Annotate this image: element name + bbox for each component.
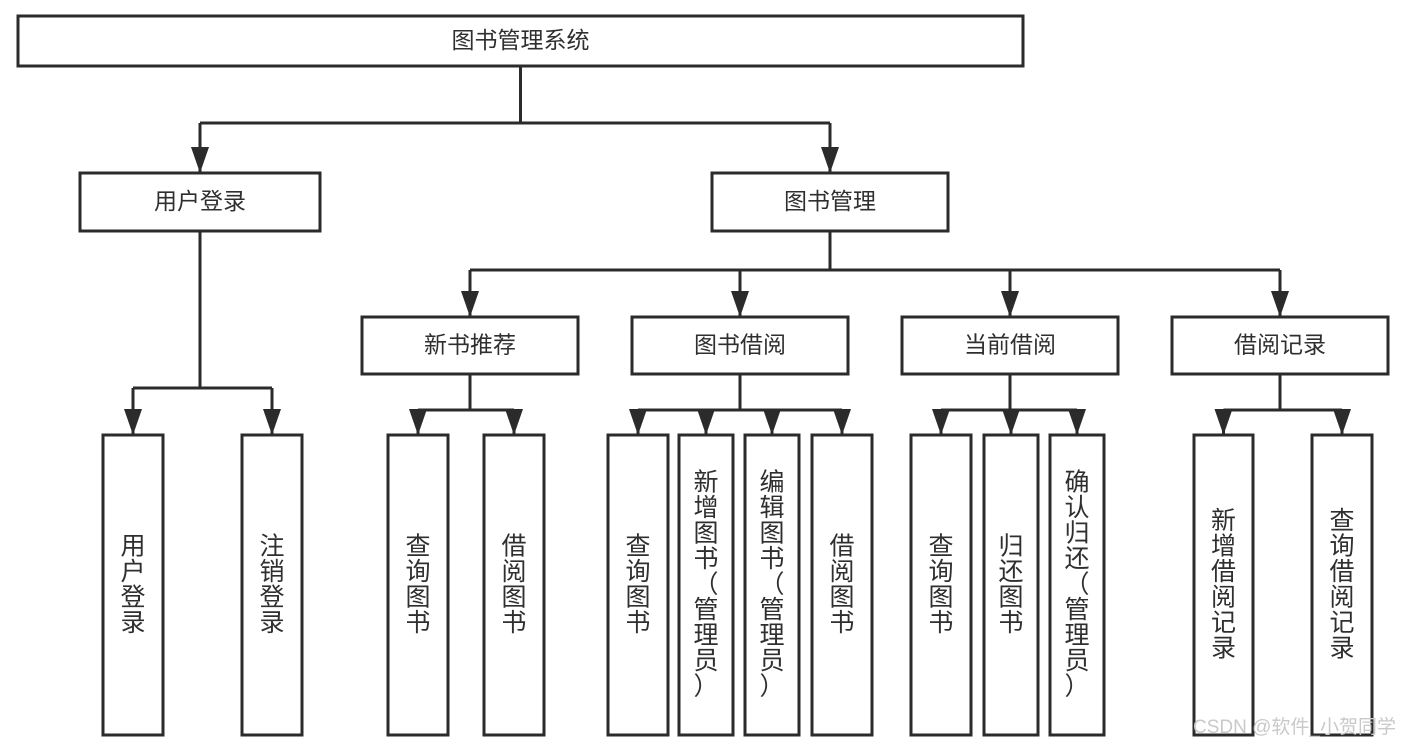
node-leaf-return-book[interactable]: 归还图书 <box>982 433 1040 737</box>
node-book-management[interactable]: 图书管理 <box>710 171 950 233</box>
arrow-head-icon-leaf-query-book-borrow <box>629 409 647 435</box>
node-label-leaf-return-book: 归还图书 <box>998 532 1023 637</box>
node-box-leaf-query-book-recommend <box>386 433 450 737</box>
node-box-leaf-borrow-book <box>810 433 874 737</box>
arrow-head-icon-new-book-recommend <box>461 291 479 317</box>
node-root[interactable]: 图书管理系统 <box>16 14 1025 68</box>
node-box-current-borrow <box>900 315 1120 376</box>
node-box-book-management <box>710 171 950 233</box>
node-layer: 图书管理系统用户登录图书管理新书推荐图书借阅当前借阅借阅记录用户登录注销登录查询… <box>16 14 1390 737</box>
node-label-root: 图书管理系统 <box>452 27 590 53</box>
node-label-book-management: 图书管理 <box>784 188 876 214</box>
arrow-head-icon-leaf-confirm-return <box>1068 409 1086 435</box>
arrow-head-icon-leaf-borrow-book-recommend <box>505 409 523 435</box>
arrow-head-icon-leaf-logout <box>263 409 281 435</box>
arrow-head-icon-current-borrow <box>1001 291 1019 317</box>
node-book-borrow[interactable]: 图书借阅 <box>630 315 850 376</box>
node-box-leaf-query-book-borrow <box>606 433 670 737</box>
node-borrow-record[interactable]: 借阅记录 <box>1170 315 1390 376</box>
node-leaf-logout[interactable]: 注销登录 <box>240 433 304 737</box>
node-box-leaf-edit-book <box>743 433 801 737</box>
arrow-head-icon-leaf-return-book <box>1002 409 1020 435</box>
node-leaf-add-borrow-record[interactable]: 新增借阅记录 <box>1192 433 1255 737</box>
node-box-leaf-query-borrow-record <box>1310 433 1374 737</box>
node-label-leaf-query-borrow-record: 查询借阅记录 <box>1329 507 1354 663</box>
node-box-user-login <box>78 171 322 233</box>
node-leaf-query-borrow-record[interactable]: 查询借阅记录 <box>1310 433 1374 737</box>
node-leaf-confirm-return[interactable]: 确认归还（管理员） <box>1048 433 1106 737</box>
node-label-current-borrow: 当前借阅 <box>964 332 1056 358</box>
node-label-leaf-user-login: 用户登录 <box>120 532 145 637</box>
node-box-borrow-record <box>1170 315 1390 376</box>
node-label-leaf-add-borrow-record: 新增借阅记录 <box>1211 507 1236 663</box>
node-leaf-borrow-book-recommend[interactable]: 借阅图书 <box>482 433 546 737</box>
node-box-leaf-user-login <box>101 433 165 737</box>
node-box-root <box>16 14 1025 68</box>
node-leaf-edit-book[interactable]: 编辑图书（管理员） <box>743 433 801 737</box>
node-label-leaf-query-book-borrow: 查询图书 <box>625 532 650 637</box>
node-leaf-borrow-book[interactable]: 借阅图书 <box>810 433 874 737</box>
arrow-head-icon-book-management <box>821 147 839 173</box>
node-leaf-query-book-current[interactable]: 查询图书 <box>909 433 973 737</box>
arrow-head-icon-user-login <box>191 147 209 173</box>
node-leaf-query-book-recommend[interactable]: 查询图书 <box>386 433 450 737</box>
arrow-head-icon-leaf-query-book-recommend <box>409 409 427 435</box>
edge-layer <box>124 66 1351 435</box>
node-box-book-borrow <box>630 315 850 376</box>
node-label-leaf-query-book-recommend: 查询图书 <box>405 532 430 637</box>
node-box-leaf-query-book-current <box>909 433 973 737</box>
node-new-book-recommend[interactable]: 新书推荐 <box>360 315 580 376</box>
node-label-leaf-confirm-return: 确认归还（管理员） <box>1064 469 1089 701</box>
node-label-leaf-borrow-book: 借阅图书 <box>829 532 854 637</box>
node-box-new-book-recommend <box>360 315 580 376</box>
node-box-leaf-borrow-book-recommend <box>482 433 546 737</box>
node-label-new-book-recommend: 新书推荐 <box>424 332 516 358</box>
arrow-head-icon-leaf-query-book-current <box>932 409 950 435</box>
node-label-book-borrow: 图书借阅 <box>694 332 786 358</box>
arrow-head-icon-borrow-record <box>1271 291 1289 317</box>
arrow-head-icon-book-borrow <box>731 291 749 317</box>
arrow-head-icon-leaf-query-borrow-record <box>1333 409 1351 435</box>
node-user-login[interactable]: 用户登录 <box>78 171 322 233</box>
watermark-text: CSDN @软件_小贺同学 <box>1193 716 1396 738</box>
node-label-leaf-edit-book: 编辑图书（管理员） <box>759 469 784 701</box>
arrow-head-icon-leaf-add-borrow-record <box>1214 409 1233 435</box>
node-leaf-query-book-borrow[interactable]: 查询图书 <box>606 433 670 737</box>
node-label-leaf-query-book-current: 查询图书 <box>928 532 953 637</box>
node-box-leaf-confirm-return <box>1048 433 1106 737</box>
node-label-leaf-add-book: 新增图书（管理员） <box>693 469 718 701</box>
node-leaf-add-book[interactable]: 新增图书（管理员） <box>677 433 735 737</box>
arrow-head-icon-leaf-edit-book <box>763 409 781 435</box>
node-label-leaf-borrow-book-recommend: 借阅图书 <box>501 532 526 637</box>
node-current-borrow[interactable]: 当前借阅 <box>900 315 1120 376</box>
arrow-head-icon-leaf-user-login <box>124 409 142 435</box>
node-label-user-login: 用户登录 <box>154 188 246 214</box>
arrow-head-icon-leaf-add-book <box>697 409 715 435</box>
node-label-borrow-record: 借阅记录 <box>1234 332 1326 358</box>
node-box-leaf-return-book <box>982 433 1040 737</box>
node-box-leaf-add-book <box>677 433 735 737</box>
node-leaf-user-login[interactable]: 用户登录 <box>101 433 165 737</box>
node-label-leaf-logout: 注销登录 <box>259 532 284 637</box>
node-box-leaf-logout <box>240 433 304 737</box>
node-box-leaf-add-borrow-record <box>1192 433 1255 737</box>
arrow-head-icon-leaf-borrow-book <box>833 409 851 435</box>
